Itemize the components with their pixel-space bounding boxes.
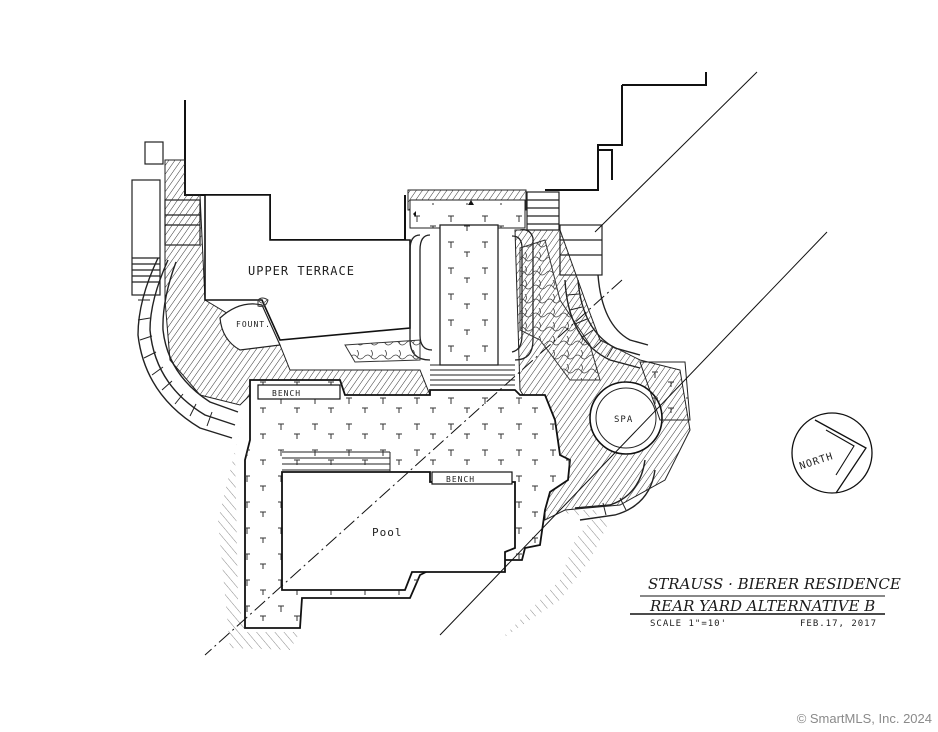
stone-beds (344, 239, 601, 381)
bench-pool: BENCH (431, 471, 513, 485)
scale-label: SCALE 1"=10' (650, 619, 727, 629)
date-label: FEB.17, 2017 (800, 619, 877, 629)
spa-label: SPA (614, 415, 633, 425)
right-stairs (526, 191, 603, 276)
project-title: STRAUSS · BIERER RESIDENCE (648, 575, 901, 593)
upper-terrace-label: UPPER TERRACE (248, 264, 355, 278)
walk-steps (430, 364, 515, 391)
title-block: STRAUSS · BIERER RESIDENCE REAR YARD ALT… (630, 575, 901, 629)
central-walk (407, 189, 527, 366)
bench-top: BENCH (257, 384, 341, 400)
bench-pool-label: BENCH (446, 475, 475, 484)
copyright-notice: © SmartMLS, Inc. 2024 (796, 711, 932, 726)
pool-steps (282, 451, 391, 472)
fountain-label: FOUNT. (236, 320, 271, 329)
pool: Pool (281, 451, 516, 591)
project-subtitle: REAR YARD ALTERNATIVE B (649, 597, 875, 615)
left-curved-steps (137, 257, 239, 439)
fountain: FOUNT. (219, 297, 281, 351)
upper-terrace: UPPER TERRACE (204, 194, 411, 341)
right-curved-steps (564, 274, 656, 521)
spa: SPA (589, 361, 691, 455)
bench-top-label: BENCH (272, 389, 301, 398)
left-stairs (131, 141, 201, 296)
north-arrow: NORTH (791, 412, 873, 494)
pool-label: Pool (372, 526, 403, 539)
property-lines (204, 71, 828, 656)
